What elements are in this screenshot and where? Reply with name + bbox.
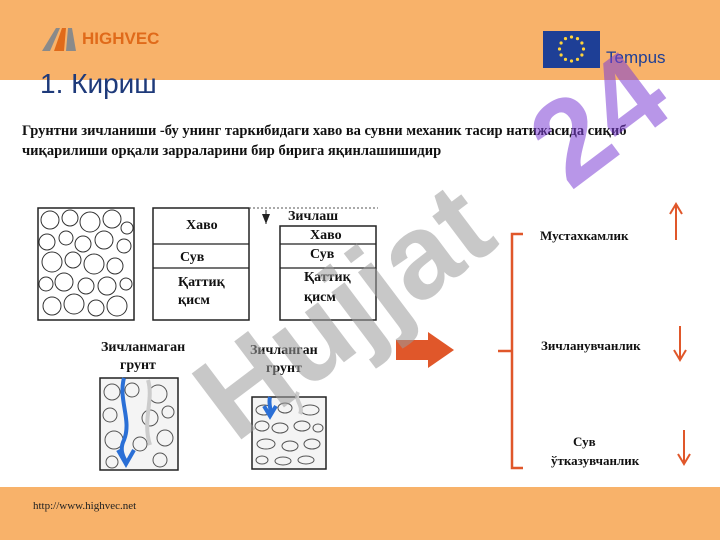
strength-up-arrow — [669, 202, 683, 240]
intro-paragraph: Грунтни зичланиши -бу унинг таркибидаги … — [22, 123, 627, 159]
box2-air-label: Хаво — [310, 228, 342, 243]
box1-solid-label-1: Қаттиқ — [178, 275, 225, 290]
tempus-logo: Tempus — [543, 30, 666, 68]
eu-flag-icon — [543, 30, 600, 68]
uncompacted-soil-label-2: грунт — [120, 358, 156, 373]
compacted-soil-label-1: Зичланган — [250, 343, 318, 358]
box1-solid-label-2: қисм — [178, 293, 210, 308]
properties-bracket — [498, 232, 523, 470]
phase-box-compacted — [249, 207, 378, 321]
box1-air-label: Хаво — [186, 218, 218, 233]
highvec-logo: HIGHVEC — [40, 26, 159, 52]
road-icon — [42, 28, 76, 51]
highvec-logo-text: HIGHVEC — [82, 29, 160, 48]
header-band — [0, 0, 720, 80]
box2-water-label: Сув — [310, 247, 335, 262]
slide-title: 1. Кириш — [40, 68, 157, 99]
uncompacted-soil-sample — [99, 377, 179, 471]
box2-solid-label-1: Қаттиқ — [304, 270, 351, 285]
footer-band — [0, 487, 720, 540]
uncompacted-soil-label-1: Зичланмаган — [101, 340, 186, 355]
compressibility-label: Зичланувчанлик — [541, 338, 641, 353]
compressibility-down-arrow — [673, 326, 687, 362]
strength-label: Мустахкамлик — [540, 228, 629, 243]
compaction-label: Зичлаш — [288, 209, 339, 224]
transition-arrow — [396, 332, 454, 368]
uncompacted-soil-particles — [37, 207, 135, 321]
footer-url: http://www.highvec.net — [33, 500, 137, 512]
permeability-down-arrow — [677, 430, 691, 466]
permeability-label-1: Сув — [573, 434, 596, 449]
compacted-soil-label-2: грунт — [266, 361, 302, 376]
box2-solid-label-2: қисм — [304, 290, 336, 305]
phase-box-uncompacted — [152, 207, 250, 321]
compacted-soil-sample — [251, 391, 327, 470]
box1-water-label: Сув — [180, 250, 205, 265]
permeability-label-2: ўтказувчанлик — [551, 453, 640, 468]
tempus-logo-text: Tempus — [606, 48, 666, 67]
